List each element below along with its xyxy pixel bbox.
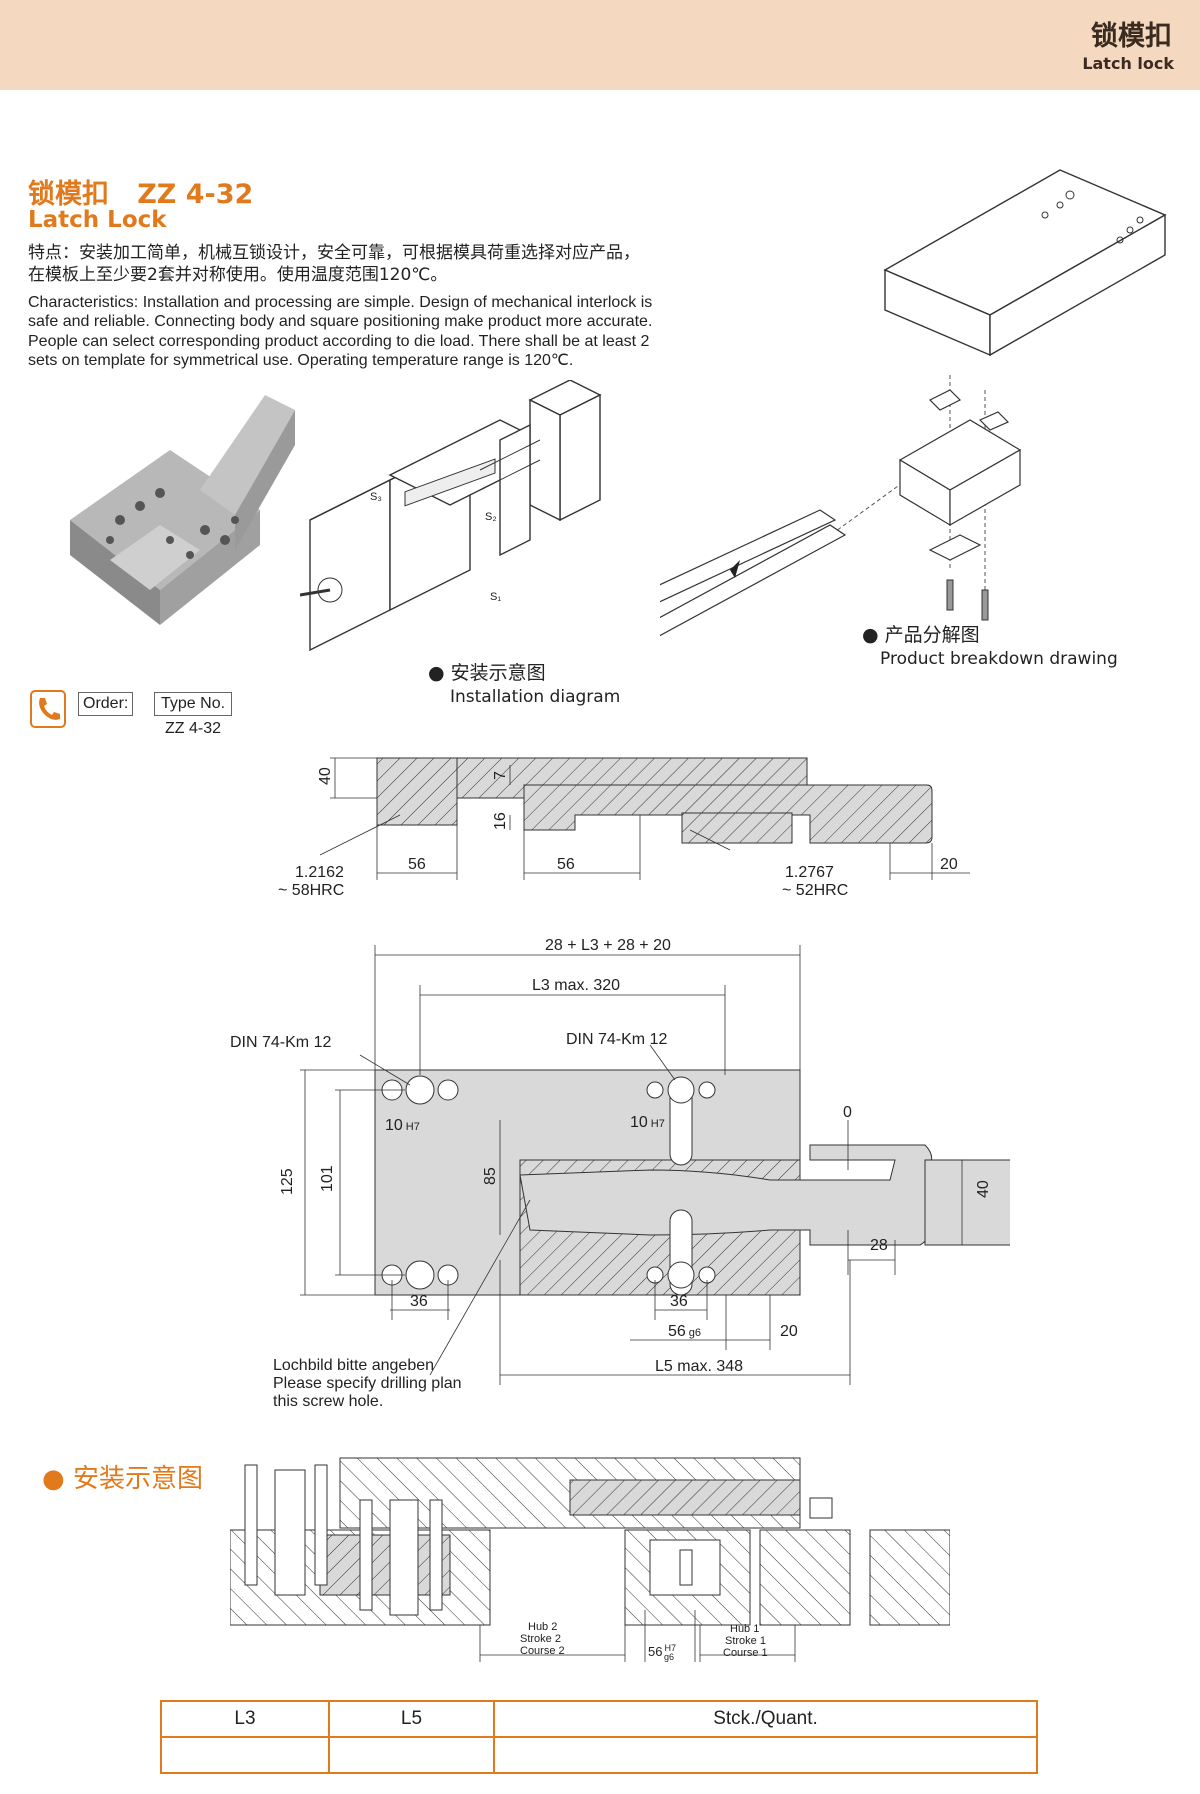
caption-breakdown: ● 产品分解图 Product breakdown drawing [862, 624, 1118, 669]
quantity-table: L3 L5 Stck./Quant. [160, 1700, 1038, 1774]
product-code: ZZ 4-32 [137, 179, 254, 210]
product-title-en: Latch Lock [28, 207, 167, 233]
label-s1: S₁ [490, 591, 501, 603]
dim-top-20: 20 [780, 1323, 798, 1340]
order-label: Order: [78, 692, 134, 716]
cell-l3[interactable] [160, 1736, 330, 1774]
cell-quantity[interactable] [493, 1736, 1038, 1774]
note-line-2: Please specify drilling plan [273, 1375, 462, 1392]
material-right-1: 1.2767 [785, 864, 834, 881]
dim-side-20: 20 [940, 856, 958, 873]
product-title-cn: 锁模扣 ZZ 4-32 [28, 179, 254, 210]
col-l3: L3 [160, 1700, 330, 1738]
features-en: Characteristics: Installation and proces… [28, 294, 653, 369]
product-photo [70, 395, 295, 625]
product-breakdown-drawing [660, 169, 1167, 637]
dim-side-56b: 56 [557, 856, 575, 873]
installation-isometric: S₃ S₂ S₁ [300, 380, 602, 652]
section-install-title: ● 安装示意图 [42, 1464, 203, 1494]
note-line-1: Lochbild bitte angeben [273, 1357, 434, 1374]
dim-side-7: 7 [492, 771, 509, 780]
dim-101: 101 [319, 1165, 336, 1192]
din-left: DIN 74-Km 12 [230, 1034, 331, 1051]
label-s2: S₂ [485, 511, 497, 523]
dim-125: 125 [279, 1168, 296, 1195]
material-left-1: 1.2162 [295, 864, 344, 881]
hub-2: Hub 2 [528, 1621, 557, 1633]
dim-36b: 36 [670, 1293, 688, 1310]
header-title-cn: 锁模扣 [1091, 21, 1172, 52]
dim-l5: L5 max. 348 [655, 1358, 743, 1375]
header-band [0, 0, 1200, 90]
stroke-2: Stroke 2 [520, 1633, 561, 1645]
dim-top-40: 40 [975, 1180, 992, 1198]
din-right: DIN 74-Km 12 [566, 1031, 667, 1048]
dim-side-56a: 56 [408, 856, 426, 873]
note-line-3: this screw hole. [273, 1393, 383, 1410]
header-title-en: Latch lock [1082, 54, 1174, 73]
label-s3: S₃ [370, 491, 382, 503]
cell-l5[interactable] [328, 1736, 495, 1774]
dim-36a: 36 [410, 1293, 428, 1310]
caption-installation: ● 安装示意图 Installation diagram [428, 662, 621, 707]
features-cn: 特点：安装加工简单，机械互锁设计，安全可靠，可根据模具荷重选择对应产品， 在模板… [28, 243, 640, 285]
stroke-1: Stroke 1 [725, 1635, 766, 1647]
dim-side-40: 40 [317, 767, 334, 785]
col-l5: L5 [328, 1700, 495, 1738]
material-left-2: ~ 58HRC [278, 882, 344, 899]
type-no-value: ZZ 4-32 [165, 720, 222, 737]
table-row [160, 1736, 1038, 1774]
type-no-label: Type No. [154, 692, 233, 716]
material-right-2: ~ 52HRC [782, 882, 848, 899]
top-view-drawing: 28 + L3 + 28 + 20 L3 max. 320 DIN 74-Km … [230, 937, 1010, 1410]
section-view-drawing: Hub 2 Stroke 2 Course 2 Hub 1 Stroke 1 C… [230, 1457, 950, 1662]
dim-zero: 0 [843, 1104, 852, 1121]
course-2: Course 2 [520, 1645, 565, 1657]
col-quantity: Stck./Quant. [493, 1700, 1038, 1738]
dim-side-16: 16 [492, 812, 509, 830]
dim-l3: L3 max. 320 [532, 977, 620, 994]
phone-icon [30, 690, 66, 728]
dim-85: 85 [482, 1167, 499, 1185]
dim-28: 28 [870, 1237, 888, 1254]
course-1: Course 1 [723, 1647, 768, 1659]
table-header-row: L3 L5 Stck./Quant. [160, 1700, 1038, 1738]
hub-1: Hub 1 [730, 1623, 759, 1635]
side-view-drawing: 40 7 16 56 56 20 1.2162 ~ 58HRC 1.2767 ~… [278, 757, 970, 899]
dim-overall: 28 + L3 + 28 + 20 [545, 937, 671, 954]
